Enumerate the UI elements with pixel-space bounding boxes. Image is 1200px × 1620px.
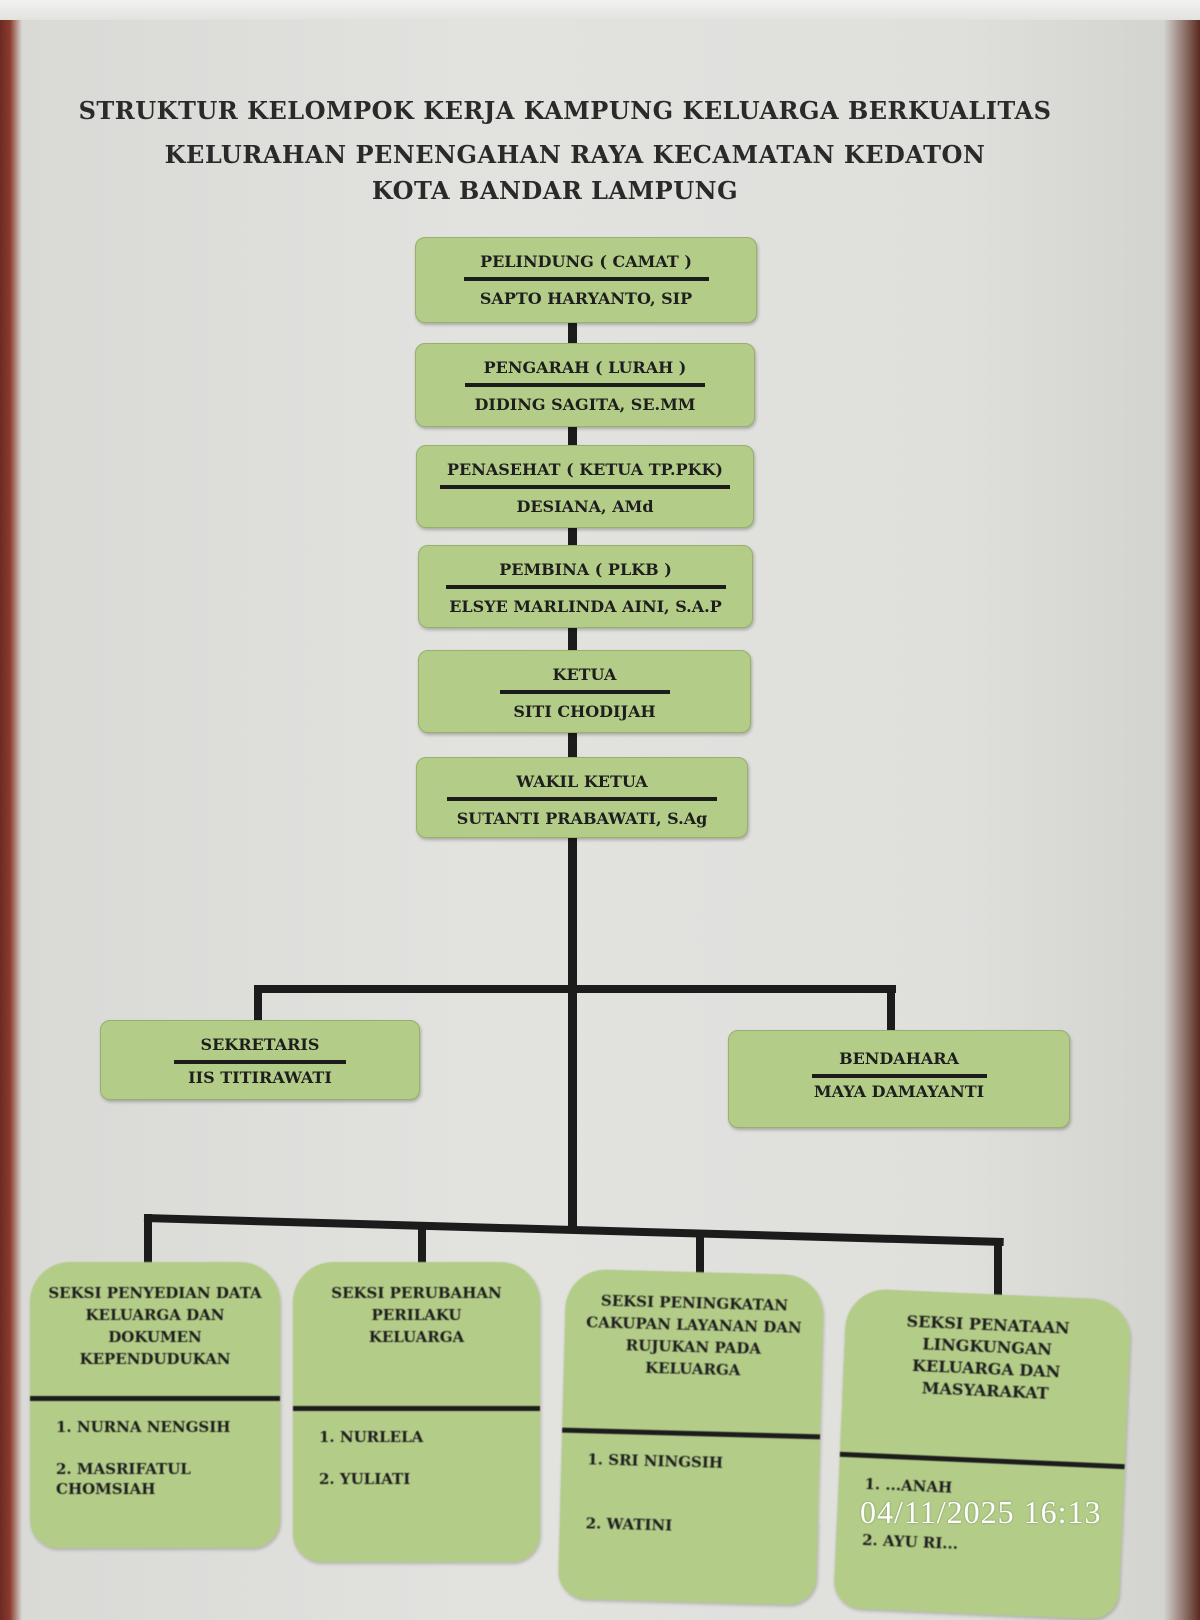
divider bbox=[811, 1074, 987, 1078]
divider bbox=[440, 485, 730, 489]
section-title: SEKSI PERUBAHAN PERILAKU KELUARGA bbox=[331, 1284, 502, 1346]
penasehat-box: PENASEHAT ( KETUA TP.PKK) DESIANA, AMd bbox=[416, 445, 754, 528]
person-name: DIDING SAGITA, SE.MM bbox=[474, 395, 696, 414]
section-title: SEKSI PENINGKATAN CAKUPAN LAYANAN DAN RU… bbox=[586, 1291, 802, 1380]
member: 2. WATINI bbox=[585, 1514, 673, 1535]
section-peningkatan-cakupan: SEKSI PENINGKATAN CAKUPAN LAYANAN DAN RU… bbox=[557, 1268, 825, 1606]
section-penyediian-data: SEKSI PENYEDIAN DATA KELUARGA DAN DOKUME… bbox=[30, 1262, 280, 1548]
paper-edge bbox=[0, 0, 1200, 20]
person-name: SITI CHODIJAH bbox=[513, 702, 656, 721]
divider bbox=[562, 1427, 821, 1440]
section-3-drop bbox=[696, 1230, 704, 1274]
divider bbox=[447, 797, 717, 801]
divider bbox=[174, 1060, 346, 1064]
section-title: SEKSI PENYEDIAN DATA KELUARGA DAN DOKUME… bbox=[48, 1284, 262, 1368]
person-name: IIS TITIRAWATI bbox=[188, 1068, 332, 1087]
section-1-drop bbox=[144, 1214, 152, 1264]
role-label: SEKRETARIS bbox=[200, 1035, 320, 1054]
title-line-1: STRUKTUR KELOMPOK KERJA KAMPUNG KELUARGA… bbox=[78, 96, 1052, 125]
divider bbox=[445, 585, 726, 589]
person-name: SUTANTI PRABAWATI, S.Ag bbox=[456, 809, 708, 828]
divider bbox=[839, 1451, 1125, 1470]
role-label: PEMBINA ( PLKB ) bbox=[499, 560, 672, 579]
bendahara-box: BENDAHARA MAYA DAMAYANTI bbox=[728, 1030, 1070, 1128]
member: 1. NURLELA bbox=[319, 1428, 424, 1446]
divider bbox=[463, 277, 709, 281]
person-name: DESIANA, AMd bbox=[516, 497, 654, 516]
title-line-2: KELURAHAN PENENGAHAN RAYA KECAMATAN KEDA… bbox=[164, 140, 986, 169]
person-name: ELSYE MARLINDA AINI, S.A.P bbox=[449, 597, 722, 616]
sekretaris-box: SEKRETARIS IIS TITIRAWATI bbox=[100, 1020, 420, 1100]
section-4-drop bbox=[994, 1238, 1002, 1296]
section-perubahan-perilaku: SEKSI PERUBAHAN PERILAKU KELUARGA 1. NUR… bbox=[293, 1262, 540, 1562]
section-title: SEKSI PENATAAN LINGKUNGAN KELUARGA DAN M… bbox=[906, 1311, 1071, 1403]
photo-timestamp: 04/11/2025 16:13 bbox=[860, 1494, 1102, 1530]
role-label: KETUA bbox=[552, 665, 617, 684]
member: 2. MASRIFATUL CHOMSIAH bbox=[56, 1460, 191, 1498]
member: 1. SRI NINGSIH bbox=[587, 1450, 724, 1472]
role-label: BENDAHARA bbox=[839, 1049, 959, 1068]
role-label: PELINDUNG ( CAMAT ) bbox=[480, 252, 692, 271]
sekretaris-drop bbox=[254, 985, 262, 1023]
divider bbox=[465, 383, 705, 387]
role-label: WAKIL KETUA bbox=[516, 772, 648, 791]
upper-horizontal-connector bbox=[254, 985, 896, 993]
member: 1. NURNA NENGSIH bbox=[56, 1418, 231, 1436]
bendahara-drop bbox=[887, 985, 895, 1033]
pembina-box: PEMBINA ( PLKB ) ELSYE MARLINDA AINI, S.… bbox=[418, 545, 753, 628]
person-name: SAPTO HARYANTO, SIP bbox=[479, 289, 693, 308]
role-label: PENASEHAT ( KETUA TP.PKK) bbox=[446, 460, 723, 479]
member: 2. AYU RI... bbox=[861, 1530, 959, 1554]
divider bbox=[293, 1406, 540, 1411]
wakil-ketua-box: WAKIL KETUA SUTANTI PRABAWATI, S.Ag bbox=[416, 757, 748, 838]
divider bbox=[30, 1396, 280, 1401]
ketua-box: KETUA SITI CHODIJAH bbox=[418, 650, 751, 733]
divider bbox=[499, 690, 670, 694]
section-2-drop bbox=[418, 1222, 426, 1264]
member: 2. YULIATI bbox=[319, 1470, 411, 1488]
person-name: MAYA DAMAYANTI bbox=[813, 1082, 985, 1101]
section-penataan-lingkungan: SEKSI PENATAAN LINGKUNGAN KELUARGA DAN M… bbox=[833, 1287, 1132, 1620]
title-line-3: KOTA BANDAR LAMPUNG bbox=[371, 176, 739, 205]
pengarah-box: PENGARAH ( LURAH ) DIDING SAGITA, SE.MM bbox=[415, 343, 755, 427]
role-label: PENGARAH ( LURAH ) bbox=[483, 358, 687, 377]
pelindung-box: PELINDUNG ( CAMAT ) SAPTO HARYANTO, SIP bbox=[415, 237, 757, 323]
